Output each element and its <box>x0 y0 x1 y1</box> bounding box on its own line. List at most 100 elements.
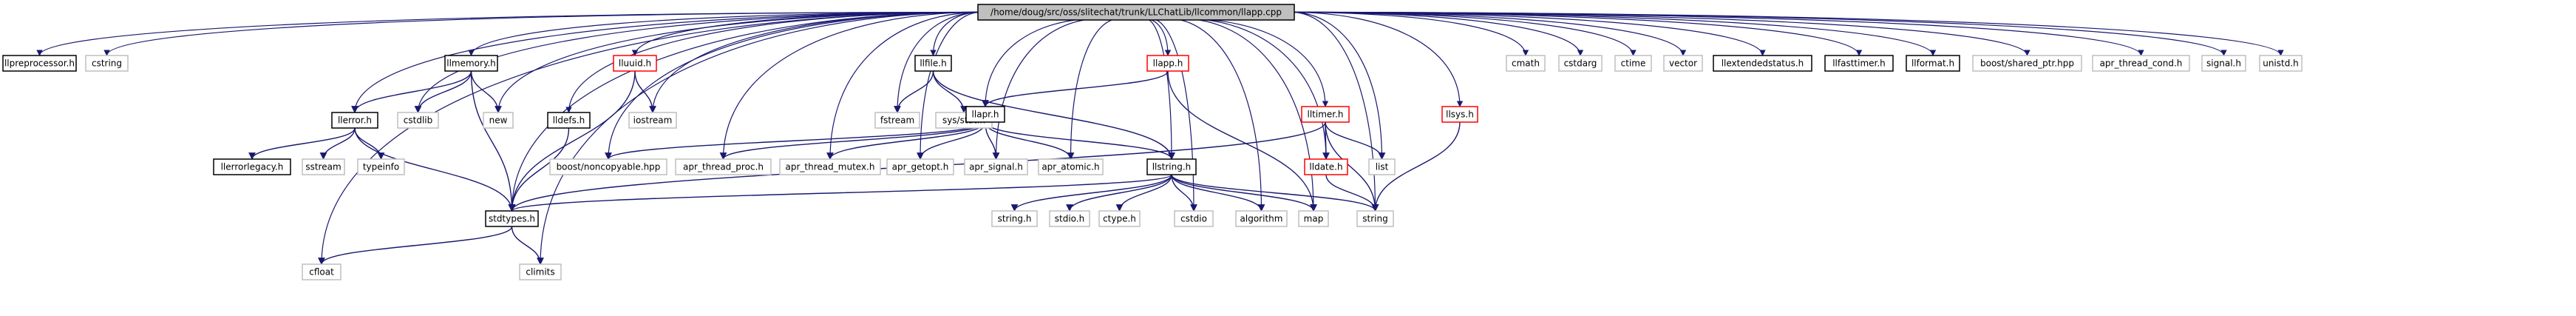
node-unistd-label: unistd.h <box>2263 58 2299 69</box>
node-fstream-label: fstream <box>880 115 914 126</box>
node-llextendedstatus-box <box>1713 55 1812 72</box>
node-cfloat-label: cfloat <box>309 267 334 278</box>
edge-llstring-to-cstdio <box>1171 174 1197 212</box>
node-apr_thread_cond-box <box>2092 55 2190 72</box>
node-llapp[interactable]: llapp.h <box>1146 55 1189 72</box>
node-new-label: new <box>489 115 508 126</box>
node-llextendedstatus[interactable]: llextendedstatus.h <box>1713 55 1812 72</box>
node-llsys-label: llsys.h <box>1446 110 1474 120</box>
node-signal-box <box>2201 55 2246 72</box>
edge-stdtypes-to-climits <box>511 226 544 265</box>
edge-root-to-apr_thread_mutex <box>826 11 982 160</box>
node-lluuid-box <box>613 55 657 72</box>
node-cstring-box <box>85 55 129 72</box>
edge-root-to-list <box>1291 11 1385 160</box>
node-cstdio: cstdio <box>1174 210 1214 227</box>
node-unistd: unistd.h <box>2259 55 2303 72</box>
node-llfasttimer-box <box>1824 55 1894 72</box>
edge-llmemory-to-stdtypes <box>470 70 516 212</box>
node-climits: climits <box>519 263 562 280</box>
node-apr_thread_mutex-label: apr_thread_mutex.h <box>786 162 875 172</box>
node-cstdio-label: cstdio <box>1180 214 1207 224</box>
node-boost_noncopyable-label: boost/noncopyable.hpp <box>557 162 661 172</box>
node-llerror[interactable]: llerror.h <box>331 112 378 129</box>
node-lldate[interactable]: lldate.h <box>1304 158 1348 175</box>
node-unistd-box <box>2259 55 2303 72</box>
node-llfasttimer[interactable]: llfasttimer.h <box>1824 55 1894 72</box>
node-typeinfo-box <box>357 158 405 175</box>
node-stdtypes-label: stdtypes.h <box>489 214 535 224</box>
node-stdtypes[interactable]: stdtypes.h <box>485 210 539 227</box>
node-string-box <box>1356 210 1394 227</box>
node-llextendedstatus-label: llextendedstatus.h <box>1722 58 1804 69</box>
node-lluuid-label: lluuid.h <box>619 58 651 69</box>
node-stdio: stdio.h <box>1049 210 1090 227</box>
node-cmath-box <box>1506 55 1546 72</box>
node-cmath-label: cmath <box>1512 58 1540 69</box>
edge-root-to-llmemory <box>468 11 982 56</box>
edge-llerror-to-typeinfo <box>354 127 385 160</box>
node-sstream-label: sstream <box>305 162 341 172</box>
node-apr_thread_mutex-box <box>779 158 881 175</box>
edge-root-to-lldate <box>1183 18 1330 160</box>
edge-root-to-algorithm <box>1167 18 1265 212</box>
node-cstdlib-label: cstdlib <box>404 115 432 126</box>
edge-llapp-to-llapr <box>982 70 1169 107</box>
edge-root-to-llextendedstatus <box>1291 11 1766 56</box>
node-apr_signal: apr_signal.h <box>964 158 1028 175</box>
node-lldefs[interactable]: lldefs.h <box>547 112 591 129</box>
node-cstdlib-box <box>397 112 439 129</box>
node-vector-box <box>1663 55 1703 72</box>
node-llstring[interactable]: llstring.h <box>1146 158 1197 175</box>
edge-root-to-lluuid <box>631 11 982 56</box>
node-llapr-label: llapr.h <box>972 110 999 120</box>
node-stdio-box <box>1049 210 1090 227</box>
node-list-label: list <box>1376 162 1389 172</box>
node-stdio-label: stdio.h <box>1055 214 1084 224</box>
edge-root-to-unistd <box>1291 11 2284 56</box>
edge-llmemory-to-cstdlib <box>414 70 472 113</box>
edge-root-to-boost_noncopyable <box>605 11 982 160</box>
edge-llerror-to-llerrorlegacy <box>248 127 356 160</box>
edge-llstring-to-ctype <box>1115 174 1172 212</box>
node-llformat[interactable]: llformat.h <box>1906 55 1960 72</box>
node-apr_getopt: apr_getopt.h <box>886 158 954 175</box>
node-llformat-label: llformat.h <box>1911 58 1954 69</box>
node-lltimer[interactable]: lltimer.h <box>1301 106 1350 123</box>
node-root-label: /home/doug/src/oss/slitechat/trunk/LLCha… <box>990 7 1282 18</box>
node-apr_signal-label: apr_signal.h <box>969 162 1023 172</box>
node-cstdlib: cstdlib <box>397 112 439 129</box>
node-algorithm: algorithm <box>1235 210 1288 227</box>
node-llerror-label: llerror.h <box>338 115 372 126</box>
edge-llstring-to-stringh <box>1010 174 1172 212</box>
node-llfile-box <box>914 55 952 72</box>
node-lluuid[interactable]: lluuid.h <box>613 55 657 72</box>
edge-llstring-to-string <box>1171 174 1379 212</box>
edge-root-to-apr_getopt <box>917 11 982 160</box>
edge-llsys-to-string <box>1371 121 1461 212</box>
node-vector: vector <box>1663 55 1703 72</box>
node-llapr[interactable]: llapr.h <box>965 106 1005 123</box>
node-llerrorlegacy[interactable]: llerrorlegacy.h <box>213 158 291 175</box>
node-llsys[interactable]: llsys.h <box>1441 106 1478 123</box>
node-sstream-box <box>302 158 345 175</box>
node-llpreprocessor-box <box>2 55 77 72</box>
edge-root-to-apr_signal <box>993 18 1101 160</box>
edge-llstring-to-algorithm <box>1171 174 1265 212</box>
node-llfile[interactable]: llfile.h <box>914 55 952 72</box>
node-ctype-box <box>1098 210 1141 227</box>
edge-root-to-llpreprocessor <box>36 11 982 56</box>
edge-root-to-llstring <box>1144 18 1175 160</box>
node-apr_atomic-box <box>1038 158 1104 175</box>
node-cfloat-box <box>302 263 341 280</box>
node-root-box <box>977 4 1295 21</box>
node-cstring-label: cstring <box>92 58 122 69</box>
node-llfile-label: llfile.h <box>920 58 946 69</box>
edge-lluuid-to-iostream <box>634 70 656 113</box>
node-llerrorlegacy-box <box>213 158 291 175</box>
node-llpreprocessor[interactable]: llpreprocessor.h <box>2 55 77 72</box>
node-apr_thread_cond-label: apr_thread_cond.h <box>2100 58 2183 69</box>
node-root[interactable]: /home/doug/src/oss/slitechat/trunk/LLCha… <box>977 4 1295 21</box>
node-llmemory[interactable]: llmemory.h <box>444 55 498 72</box>
edge-root-to-cstdarg <box>1291 11 1584 56</box>
